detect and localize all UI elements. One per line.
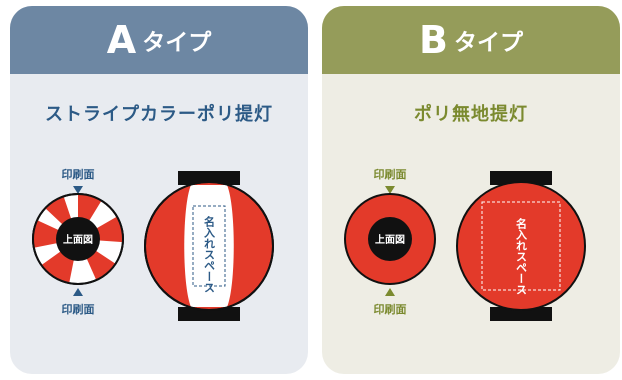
type-a-lantern-white-stripe [184, 185, 234, 307]
type-a-bottom-print-label: 印刷面 [62, 303, 95, 316]
type-a-suffix: タイプ [142, 29, 212, 56]
type-b-top-print-label: 印刷面 [374, 168, 407, 181]
type-b-name-space-label: 名入れスペース [515, 217, 528, 295]
type-a-down-arrow-icon [73, 186, 83, 194]
type-a-name-space-label: 名入れスペース [203, 215, 216, 293]
type-b-card: B タイプ ポリ無地提灯 印刷面 上面図 印刷面 [322, 6, 620, 374]
type-a-lantern-top-cap [178, 171, 240, 185]
type-a-illustration: 印刷面 上面図 印刷面 [10, 156, 308, 346]
type-a-header: A タイプ [10, 6, 308, 74]
type-a-title: ストライプカラーポリ提灯 [45, 104, 273, 125]
type-a-top-print-label: 印刷面 [62, 168, 95, 181]
type-a-letter: A [106, 18, 137, 62]
type-a-top-view: 上面図 [32, 193, 124, 285]
type-b-suffix: タイプ [453, 29, 523, 56]
type-b-down-arrow-icon [385, 186, 395, 194]
type-a-svg: 印刷面 上面図 印刷面 [32, 168, 274, 321]
type-b-center-label: 上面図 [375, 233, 405, 246]
type-a-up-arrow-icon [73, 288, 83, 296]
type-b-name-space-box [481, 201, 561, 291]
type-a-lantern-outline [144, 181, 274, 311]
type-a-lantern-bottom-cap [178, 307, 240, 321]
type-a-lantern: 名入れスペース [144, 171, 274, 321]
type-b-up-arrow-icon [385, 288, 395, 296]
type-b-lantern: 名入れスペース [456, 171, 586, 321]
type-b-top-view-center [368, 217, 412, 261]
type-a-top-view-outline [32, 193, 124, 285]
type-b-illustration: 印刷面 上面図 印刷面 名入れスペース [322, 156, 620, 346]
type-b-lantern-bottom-cap [490, 307, 552, 321]
type-b-lantern-body [456, 181, 586, 311]
type-a-name-space-box [192, 205, 226, 287]
type-b-svg: 印刷面 上面図 印刷面 名入れスペース [344, 168, 586, 321]
type-b-top-view: 上面図 [344, 193, 436, 285]
type-b-title: ポリ無地提灯 [414, 104, 528, 125]
type-a-center-label: 上面図 [63, 233, 93, 246]
type-b-lantern-top-cap [490, 171, 552, 185]
type-a-top-view-center [56, 217, 100, 261]
type-b-letter: B [419, 18, 448, 62]
type-b-bottom-print-label: 印刷面 [374, 303, 407, 316]
type-a-card: A タイプ ストライプカラーポリ提灯 印刷面 [10, 6, 308, 374]
type-b-header: B タイプ [322, 6, 620, 74]
